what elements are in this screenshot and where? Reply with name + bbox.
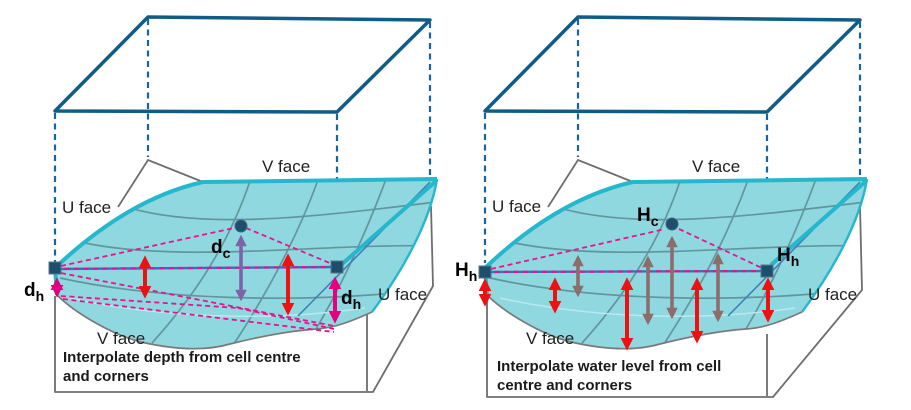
interpolation-tent-lines xyxy=(60,227,335,333)
corner-level-label-left: Hh xyxy=(455,260,477,284)
bed-back-corner-wing xyxy=(547,158,634,208)
u-face-left-label: U face xyxy=(62,198,111,217)
centre-level-point xyxy=(665,217,679,231)
water-surface-right-edge xyxy=(371,178,439,313)
u-face-right-label: U face xyxy=(378,285,427,304)
bed-box-outline xyxy=(54,205,434,393)
v-face-top-label: V face xyxy=(692,157,740,176)
corner-level-marker xyxy=(760,264,774,278)
corner-depth-marker xyxy=(48,261,62,275)
corner-level-label-right: Hh xyxy=(777,245,799,269)
water-surface-fold-edge xyxy=(339,179,438,267)
water-surface-back-edge xyxy=(483,177,868,296)
v-face-bottom-label: V face xyxy=(526,329,574,348)
water-surface-back-edge xyxy=(53,177,438,296)
cell-box-top-face xyxy=(483,15,862,114)
bed-box-outline xyxy=(486,205,863,398)
water-surface xyxy=(55,179,437,349)
interpolation-tent-lines xyxy=(490,228,763,270)
u-face-right-label: U face xyxy=(808,285,857,304)
corner-depth-marker xyxy=(330,260,344,274)
left-caption-line1: Interpolate depth from cell centre xyxy=(63,349,301,366)
centre-depth-label: dc xyxy=(211,237,231,261)
v-face-bottom-label: V face xyxy=(97,329,145,348)
centre-level-label: Hc xyxy=(637,205,659,229)
corner-depth-label-right: dh xyxy=(341,288,361,312)
right-caption-line2: centre and corners xyxy=(497,377,632,394)
bed-back-corner-wing xyxy=(117,158,204,208)
water-surface-front-edge xyxy=(486,294,803,350)
right-caption-line1: Interpolate water level from cell xyxy=(497,358,721,375)
right-diagram-water-level-interpolation: V face U face U face V face Hc Hh Hh Int… xyxy=(455,15,869,398)
cell-box-top-face xyxy=(53,15,432,114)
corner-depth-label-left: dh xyxy=(24,280,44,304)
water-surface-fold-edge xyxy=(769,179,868,267)
water-surface xyxy=(485,179,867,349)
centre-depth-point xyxy=(234,219,248,233)
corner-level-marker xyxy=(478,265,492,279)
v-face-top-label: V face xyxy=(262,157,310,176)
u-face-left-label: U face xyxy=(492,197,541,216)
left-caption-line2: and corners xyxy=(63,368,149,385)
left-diagram-depth-interpolation: V face U face U face V face dc dh dh Int… xyxy=(24,15,439,393)
water-surface-grid xyxy=(59,179,437,348)
water-surface-right-edge xyxy=(801,178,869,313)
